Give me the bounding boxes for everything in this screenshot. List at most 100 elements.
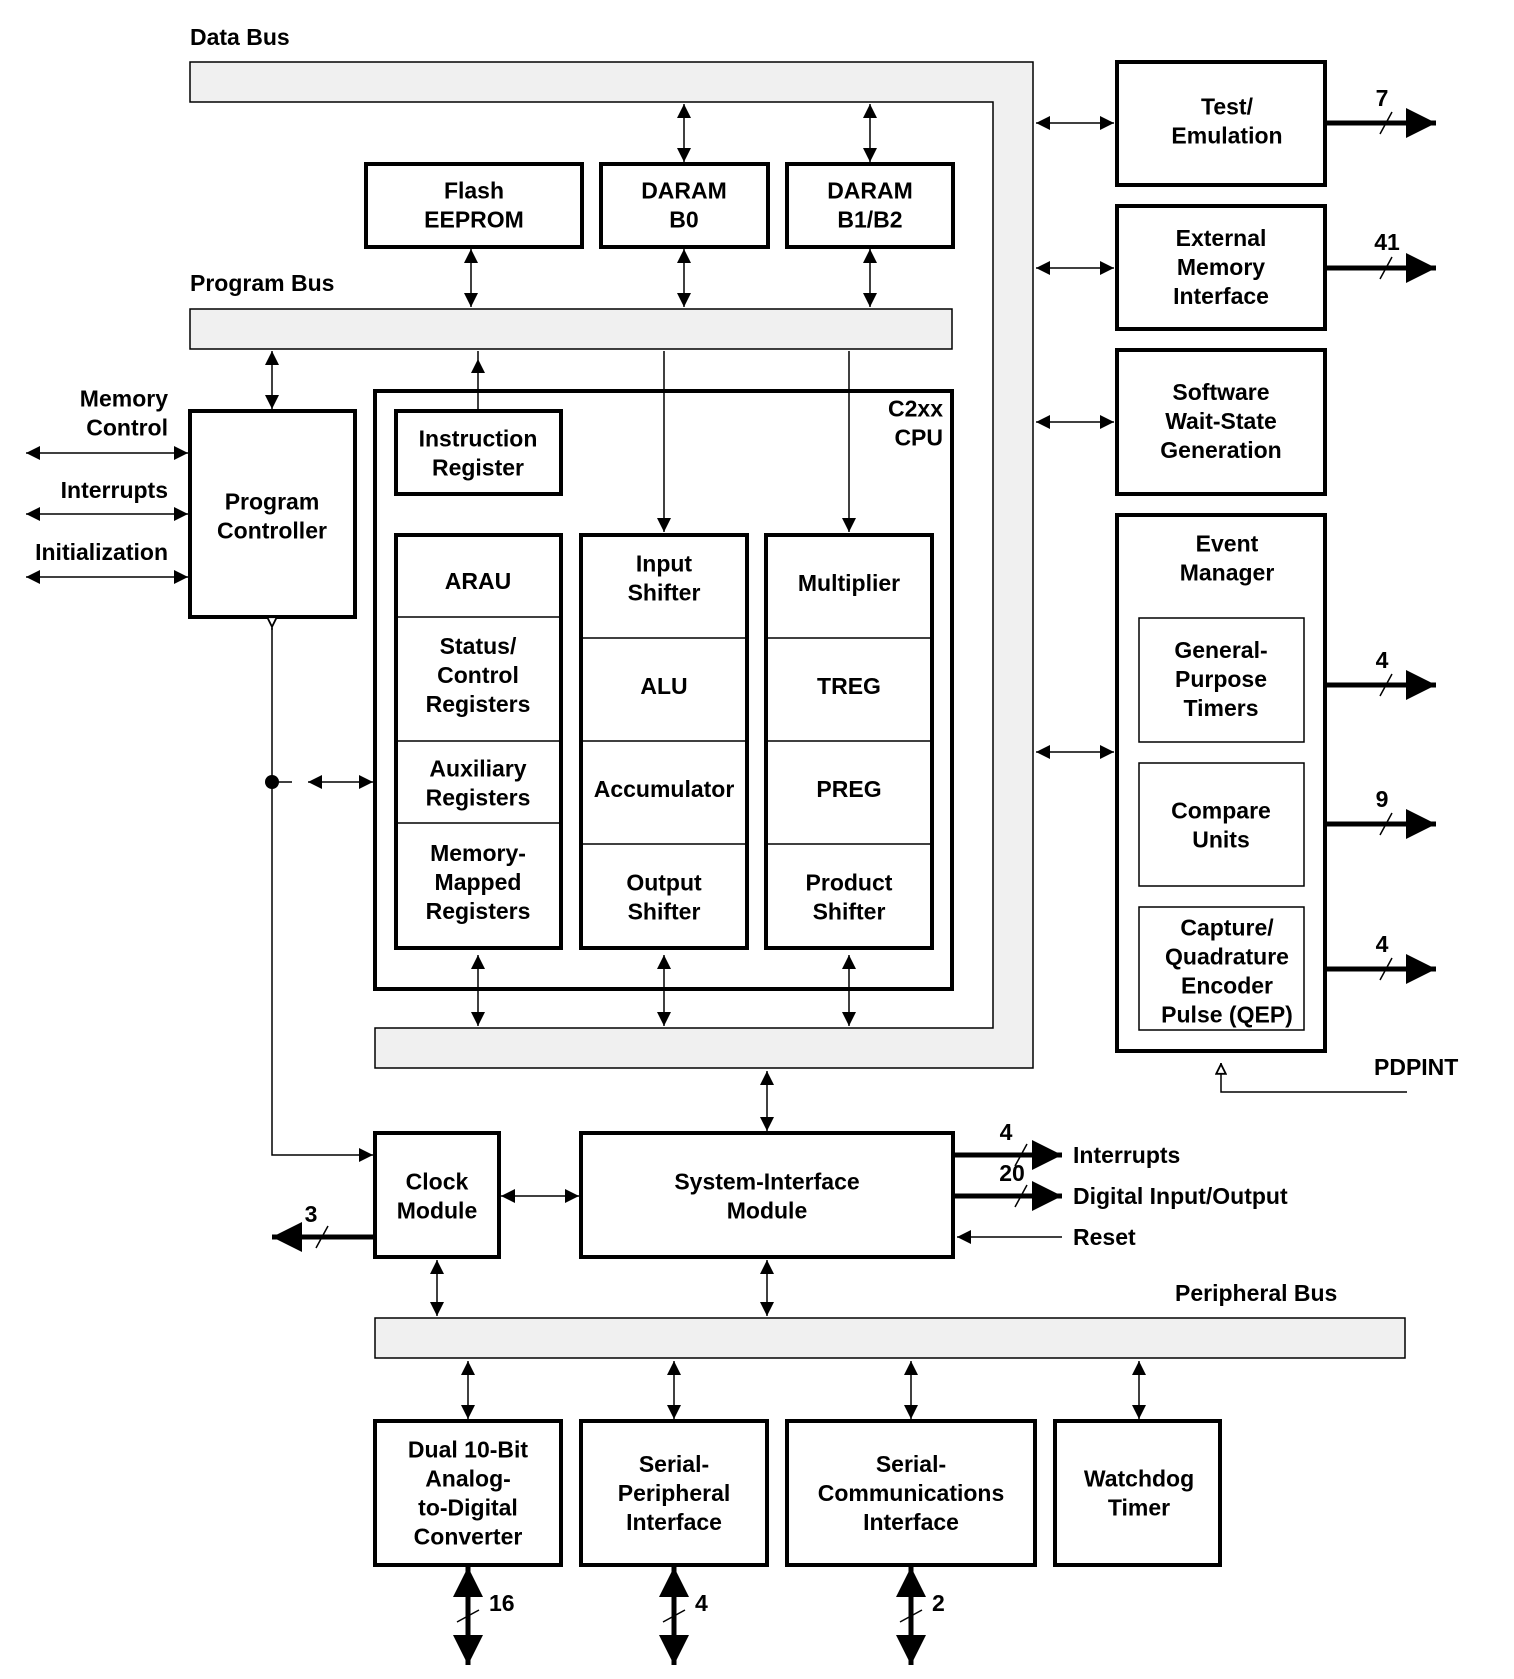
label-line: Interface (626, 1509, 722, 1535)
label-line: to-Digital (418, 1495, 518, 1521)
ext-mem-pin-count: 41 (1374, 229, 1400, 255)
label-line: Capture/ (1180, 915, 1274, 941)
label-line: Product (806, 870, 893, 896)
label-line: Timers (1183, 695, 1258, 721)
arau-label: ARAU (445, 568, 511, 594)
label-line: Quadrature (1165, 944, 1289, 970)
external-memory-interface-block (1115, 204, 1327, 331)
peripheral-bus (374, 1317, 1406, 1359)
daram-b1b2-block (785, 162, 955, 249)
label-line: System-Interface (674, 1169, 859, 1195)
label-line: DARAM (827, 178, 913, 204)
sys-dio-pin-count: 20 (999, 1160, 1025, 1186)
clock-module-block (373, 1131, 501, 1259)
peripheral-bus-label: Peripheral Bus (1175, 1280, 1337, 1306)
compare-units-block (1138, 762, 1305, 887)
capture-pin-count: 4 (1376, 931, 1389, 957)
label-line: Emulation (1171, 123, 1282, 149)
program-bus-label: Program Bus (190, 270, 334, 296)
label-line: Control (437, 662, 519, 688)
flash-eeprom-block (364, 162, 584, 249)
label-line: Register (432, 455, 524, 481)
label-line: Module (727, 1198, 808, 1224)
label-line: B1/B2 (837, 207, 902, 233)
label-line: Controller (217, 518, 327, 544)
multiplier-label: Multiplier (798, 570, 900, 596)
label-line: Flash (444, 178, 504, 204)
spi-block (579, 1419, 769, 1567)
instruction-register-block (394, 409, 563, 496)
interrupts-label-left: Interrupts (61, 477, 168, 503)
reset-label: Reset (1073, 1224, 1136, 1250)
accumulator-label: Accumulator (594, 776, 735, 802)
label-line: Instruction (419, 426, 538, 452)
wait-state-generation-block (1115, 348, 1327, 496)
label-line: Shifter (813, 899, 886, 925)
label-line: Purpose (1175, 666, 1267, 692)
watchdog-timer-block (1053, 1419, 1222, 1567)
memory-bus-arrows (464, 104, 877, 307)
label-line: Registers (426, 785, 531, 811)
cpu-internal-arrows (471, 351, 856, 1026)
initialization-label: Initialization (35, 539, 168, 565)
label-line: Units (1192, 827, 1250, 853)
label-line: Communications (818, 1480, 1005, 1506)
label-line: Converter (414, 1524, 523, 1550)
label-line: Peripheral (618, 1480, 731, 1506)
sys-interrupts-label: Interrupts (1073, 1142, 1180, 1168)
label-line: Compare (1171, 798, 1271, 824)
data-bus-label: Data Bus (190, 24, 290, 50)
test-emulation-block (1115, 60, 1327, 187)
spi-pin-count: 4 (695, 1590, 708, 1616)
label-line: Manager (1180, 560, 1275, 586)
label-line: TREG (817, 673, 881, 699)
label-line: Shifter (628, 580, 701, 606)
sci-pin-count: 2 (932, 1590, 945, 1616)
system-arrows (272, 1071, 1062, 1316)
right-pin-arrows (1221, 108, 1436, 1093)
label-line: Registers (426, 898, 531, 924)
label-line: C2xx (888, 396, 943, 422)
label-line: Memory (1177, 254, 1265, 280)
label-line: Clock (406, 1169, 469, 1195)
label-line: ALU (640, 673, 687, 699)
label-line: Auxiliary (429, 756, 526, 782)
sci-block (785, 1419, 1037, 1567)
data-bus (189, 61, 1034, 1069)
clock-pin-count: 3 (305, 1201, 318, 1227)
label-line: Event (1196, 531, 1259, 557)
treg-label: TREG (817, 673, 881, 699)
label-line: Mapped (435, 869, 522, 895)
daram-b0-block (599, 162, 770, 249)
label-line: Timer (1108, 1495, 1170, 1521)
label-line: Module (397, 1198, 478, 1224)
label-line: Generation (1160, 437, 1281, 463)
digital-io-label: Digital Input/Output (1073, 1183, 1288, 1209)
adc-block (373, 1419, 563, 1567)
test-emulation-label: Test/Emulation (1171, 94, 1282, 149)
label-line: Interface (863, 1509, 959, 1535)
label-line: Test/ (1201, 94, 1254, 120)
adc-pin-count: 16 (489, 1590, 515, 1616)
label-line: CPU (894, 425, 943, 451)
label-line: ARAU (445, 568, 511, 594)
label-line: EEPROM (424, 207, 524, 233)
gp-timers-pin-count: 4 (1376, 647, 1389, 673)
